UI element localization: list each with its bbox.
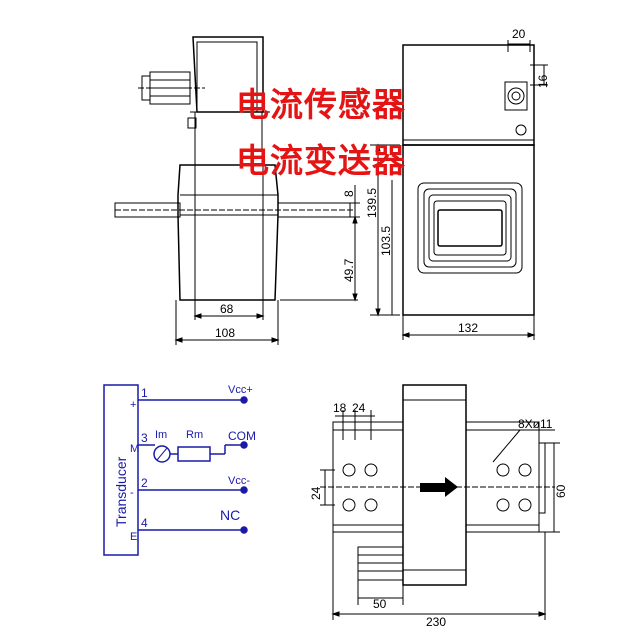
title-line-2: 电流变送器	[236, 141, 406, 180]
vcc-minus-label: Vcc-	[228, 475, 250, 487]
bottom-view	[320, 384, 560, 620]
side-view	[114, 36, 360, 345]
dim-front-width: 132	[458, 321, 478, 335]
dim-hole-spacing-1: 18	[333, 401, 347, 415]
dim-bottom-vertical: 24	[309, 486, 323, 500]
dim-terminal-width: 20	[512, 27, 526, 41]
dim-total-length: 230	[426, 615, 446, 629]
wiring-schematic	[103, 384, 248, 556]
dim-front-lower: 103.5	[379, 226, 393, 256]
pin2-number: 2	[141, 476, 148, 490]
dim-side-outer: 108	[215, 326, 235, 340]
dim-hole-spacing-2: 24	[352, 401, 366, 415]
dim-side-small: 8	[342, 190, 356, 197]
nc-label: NC	[220, 507, 240, 523]
pin-m-label: M	[130, 443, 139, 455]
vcc-plus-label: Vcc+	[228, 384, 253, 396]
pin-minus-label: -	[130, 487, 134, 499]
dim-side-inner: 68	[220, 302, 234, 316]
pin-plus-label: +	[130, 399, 136, 411]
dim-connector: 50	[373, 597, 387, 611]
pin3-number: 3	[141, 431, 148, 445]
pin-e-label: E	[130, 531, 137, 543]
front-view	[370, 40, 548, 340]
resistor-label: Rm	[186, 429, 203, 441]
dim-terminal-height: 16	[536, 74, 550, 88]
com-label: COM	[228, 429, 256, 443]
dim-hole-spec: 8Xø11	[518, 417, 553, 431]
pin1-number: 1	[141, 386, 148, 400]
meter-label: Im	[155, 429, 167, 441]
dim-front-total: 139.5	[365, 188, 379, 218]
dim-side-bus: 49.7	[342, 258, 356, 282]
dim-bottom-height: 60	[554, 484, 568, 498]
transducer-label: Transducer	[113, 456, 129, 527]
pin4-number: 4	[141, 516, 148, 530]
current-direction-arrow	[420, 477, 458, 497]
title-line-1: 电流传感器	[236, 85, 406, 124]
